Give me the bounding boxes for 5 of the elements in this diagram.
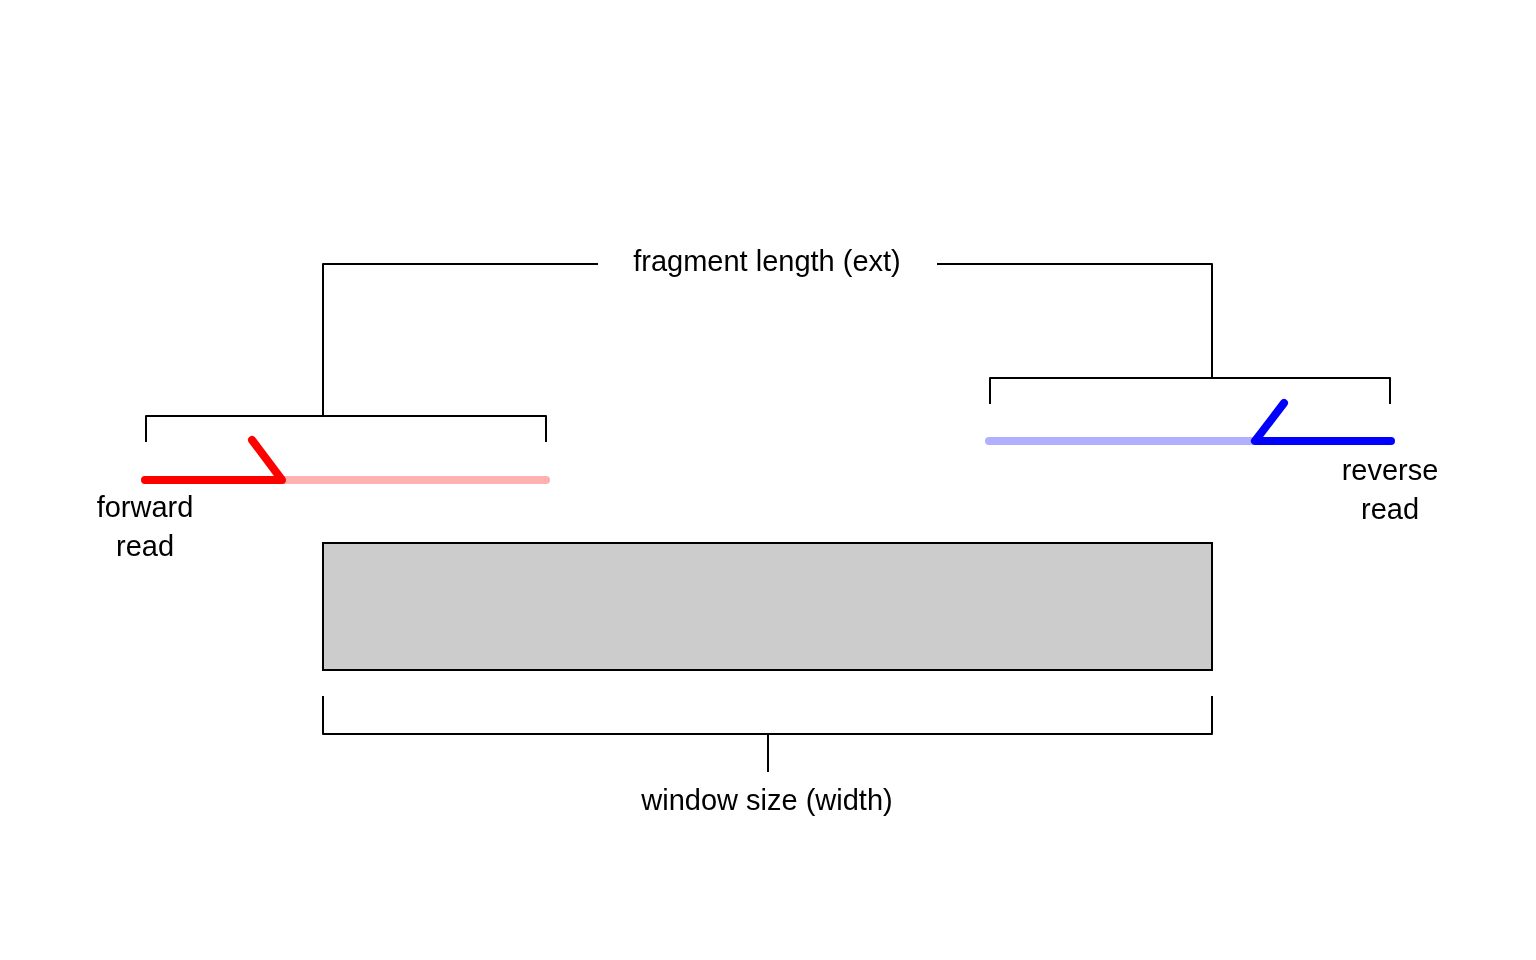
read-label: reverse read (1340, 453, 1440, 527)
window-block (322, 542, 1213, 671)
read-label: forward read (95, 490, 195, 564)
bracket-label: window size (width) (640, 783, 894, 818)
bracket-label: fragment length (ext) (632, 244, 902, 279)
